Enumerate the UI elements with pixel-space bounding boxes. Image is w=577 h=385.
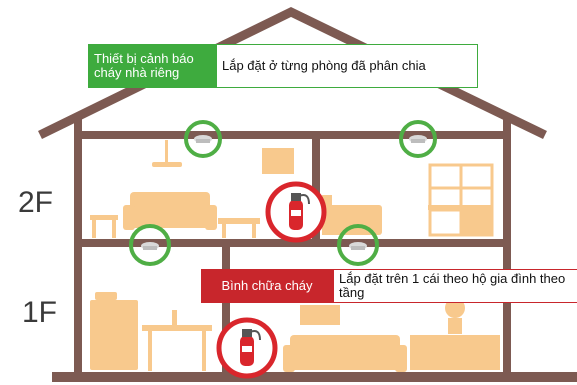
floor-label-1f: 1F xyxy=(22,296,58,329)
sofa-icon xyxy=(123,192,217,230)
potted-plant-icon xyxy=(445,298,465,334)
side-table-icon xyxy=(90,215,118,238)
ground-line xyxy=(52,372,577,382)
extinguisher-description: Lắp đặt trên 1 cái theo hộ gia đình theo… xyxy=(333,269,577,303)
fire-extinguisher-icon xyxy=(265,181,327,243)
tv-cabinet-icon xyxy=(410,335,500,370)
wall-frame-icon xyxy=(262,148,294,174)
extinguisher-tag: Bình chữa cháy xyxy=(201,269,333,303)
dining-table-icon xyxy=(142,310,212,371)
smoke-alarm-tag: Thiết bị cảnh báo cháy nhà riêng xyxy=(88,44,216,88)
smoke-alarm-callout: Thiết bị cảnh báo cháy nhà riêng Lắp đặt… xyxy=(88,44,478,88)
coffee-table-icon xyxy=(218,218,260,238)
smoke-alarm-description: Lắp đặt ở từng phòng đã phân chia xyxy=(216,44,478,88)
smoke-detector-icon xyxy=(399,120,437,158)
desk-icon xyxy=(428,205,492,235)
fire-extinguisher-icon xyxy=(216,317,278,379)
wall-art-icon xyxy=(300,305,340,325)
smoke-detector-icon xyxy=(129,224,171,266)
smoke-detector-icon xyxy=(184,120,222,158)
floor-label-2f: 2F xyxy=(18,186,54,219)
kitchen-stove-icon xyxy=(90,292,138,370)
extinguisher-callout: Bình chữa cháy Lắp đặt trên 1 cái theo h… xyxy=(201,269,577,303)
ceiling-fan-icon xyxy=(152,140,182,167)
living-sofa-icon xyxy=(283,335,407,372)
smoke-detector-icon xyxy=(337,224,379,266)
roof-outline xyxy=(38,6,547,140)
